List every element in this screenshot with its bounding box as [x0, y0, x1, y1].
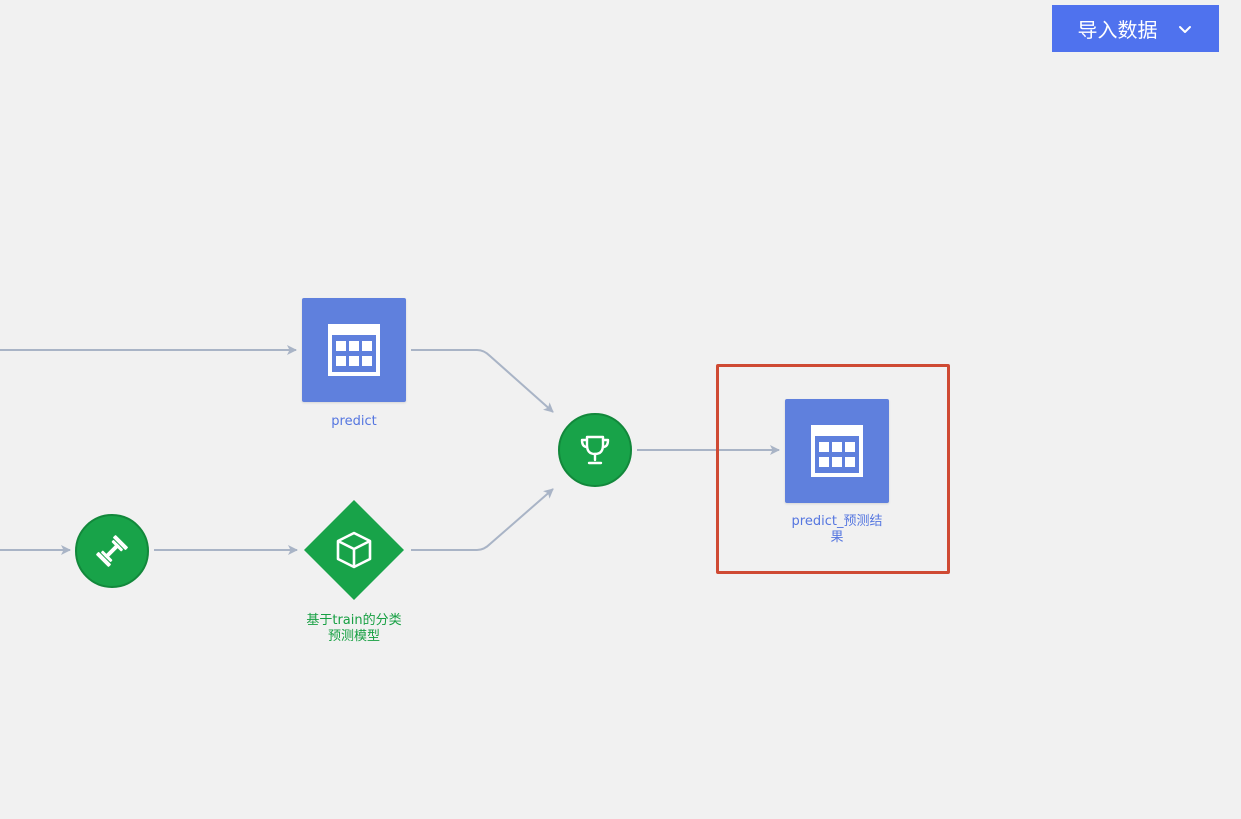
- import-data-label: 导入数据: [1077, 20, 1158, 42]
- trophy-icon: [580, 435, 610, 465]
- node-predict-result-label-line2: 果: [830, 530, 844, 545]
- node-train-operator[interactable]: [75, 514, 149, 588]
- table-icon: [328, 324, 380, 376]
- edge-predict-to-evaluate[interactable]: [411, 349, 554, 413]
- cube-icon: [336, 531, 372, 569]
- node-predict-label: predict: [331, 414, 377, 429]
- edge-model-to-evaluate[interactable]: [411, 488, 554, 551]
- node-predict[interactable]: [302, 298, 406, 402]
- selection-highlight: [716, 364, 950, 574]
- diamond-shape: [304, 500, 404, 600]
- node-model-label: 基于train的分类 预测模型: [284, 613, 424, 645]
- node-predict-result-label: predict_预测结 果: [772, 514, 902, 546]
- chevron-down-icon: [1178, 25, 1191, 33]
- node-predict-result-label-line1: predict_预测结: [791, 514, 883, 529]
- table-icon: [811, 425, 863, 477]
- node-predict-result[interactable]: [785, 399, 889, 503]
- node-classification-model[interactable]: [303, 499, 405, 601]
- node-model-label-line1: 基于train的分类: [306, 613, 402, 628]
- node-evaluate[interactable]: [558, 413, 632, 487]
- dumbbell-icon: [96, 535, 128, 567]
- node-model-label-line2: 预测模型: [327, 629, 380, 644]
- import-data-button[interactable]: 导入数据: [1052, 5, 1219, 52]
